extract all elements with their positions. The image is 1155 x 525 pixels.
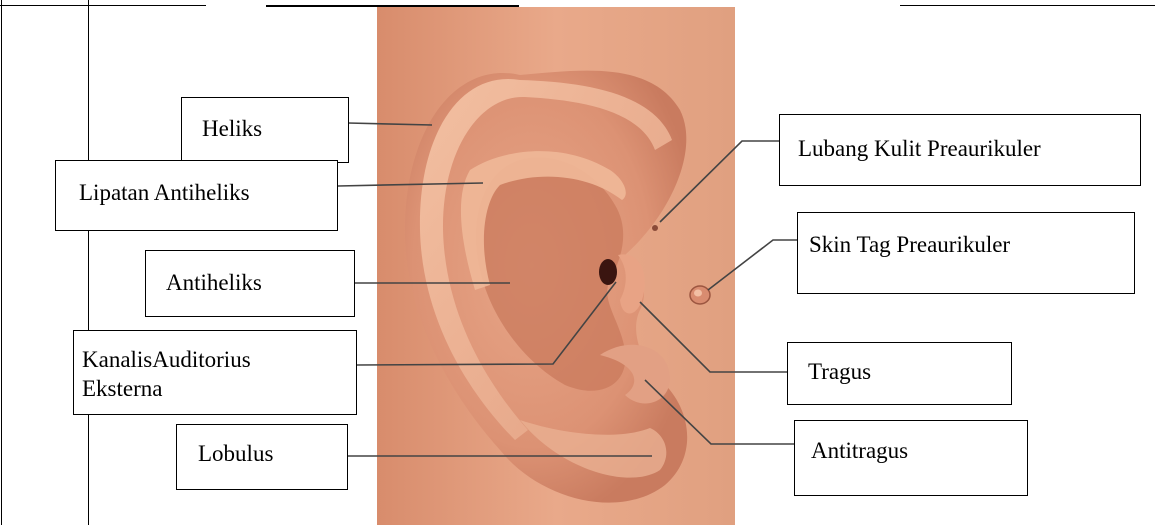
label-heliks-text: Heliks (202, 115, 262, 144)
label-antiheliks-text: Antiheliks (166, 269, 262, 298)
ear-canal-opening (599, 259, 617, 285)
label-kanalis-line2: Eksterna (82, 375, 162, 404)
label-lobulus-text: Lobulus (198, 440, 273, 469)
preauricular-pit (652, 225, 658, 231)
label-heliks: Heliks (181, 97, 349, 163)
label-antitragus: Antitragus (794, 420, 1028, 496)
label-antitragus-text: Antitragus (811, 437, 908, 466)
label-lubang-kulit: Lubang Kulit Preaurikuler (779, 114, 1141, 186)
label-tragus: Tragus (787, 342, 1012, 405)
label-kanalis-auditorius: KanalisAuditorius Eksterna (73, 330, 357, 415)
label-kanalis-line1: KanalisAuditorius (82, 346, 251, 375)
label-lobulus: Lobulus (176, 424, 348, 490)
label-lipatan-antiheliks: Lipatan Antiheliks (55, 160, 338, 231)
label-tragus-text: Tragus (808, 358, 871, 387)
label-lipatan-antiheliks-text: Lipatan Antiheliks (79, 179, 250, 208)
label-lubang-kulit-text: Lubang Kulit Preaurikuler (798, 135, 1041, 164)
label-skin-tag: Skin Tag Preaurikuler (797, 212, 1135, 294)
label-antiheliks: Antiheliks (145, 250, 355, 317)
label-skin-tag-text: Skin Tag Preaurikuler (809, 231, 1010, 260)
